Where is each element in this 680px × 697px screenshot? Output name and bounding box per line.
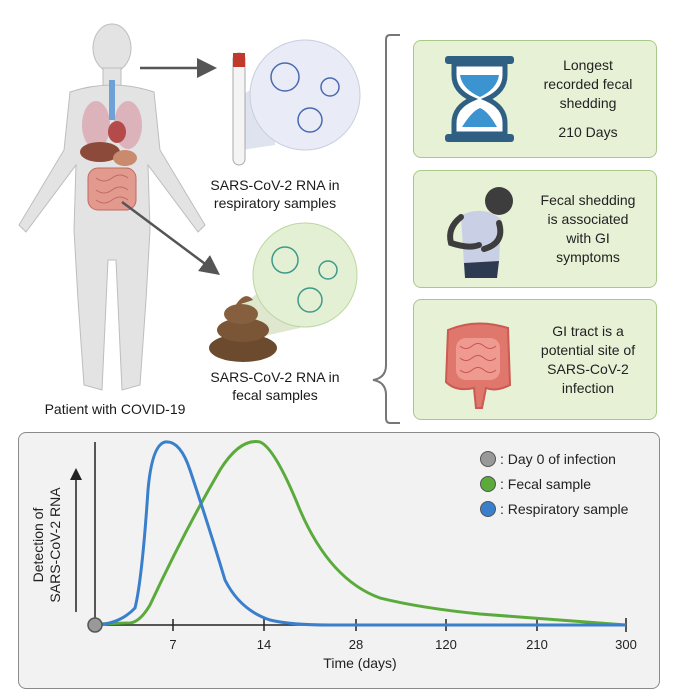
legend-item-day0: : Day 0 of infection [480,451,616,467]
card-text-line: potential site of [540,341,636,358]
person-stomach-pain-icon [447,187,513,278]
stool-icon [209,296,277,362]
day-zero-marker [87,617,103,633]
card-text-line: Longest [563,57,613,73]
respiratory-caption-line1: SARS-CoV-2 RNA in [210,177,340,193]
card-text-line: recorded fecal [543,76,633,92]
liver-icon [80,142,120,162]
respiratory-caption: SARS-CoV-2 RNA in respiratory samples [195,176,355,212]
human-body-illustration [18,23,206,391]
x-tick-label: 210 [526,637,548,652]
fecal-curve [94,440,627,627]
card-text-line: shedding [559,95,617,111]
card-text-line: Fecal shedding [540,192,636,208]
fecal-caption-line1: SARS-CoV-2 RNA in [210,369,340,385]
card-longest-shedding: Longest recorded fecal shedding 210 Days [413,40,657,158]
card-text-line: symptoms [556,249,620,265]
shedding-days-value: 210 Days [558,124,618,140]
arrows [121,58,221,275]
intestine-icon [444,322,512,409]
x-tick-label: 14 [256,637,272,652]
card-text-line: GI tract is a [552,322,624,339]
legend-label: : Respiratory sample [500,501,629,517]
arrow-to-fecal [121,200,221,275]
legend-item-respiratory: : Respiratory sample [480,501,628,517]
patient-label: Patient with COVID-19 [44,401,186,417]
hourglass-icon [445,56,514,142]
x-tick-label: 300 [615,637,637,652]
intestines-icon [87,167,137,211]
virus-icon [270,62,340,133]
fecal-sample-illustration [209,222,358,362]
fecal-caption-line2: fecal samples [232,387,318,403]
card-text-line: infection [561,379,615,396]
x-tick-label: 28 [348,637,364,652]
test-tube-icon [232,52,246,166]
green-circle-icon [480,476,496,492]
gray-circle-icon [480,451,496,467]
card-text-line: is associated [547,211,629,227]
respiratory-curve [94,440,626,627]
card-text-line: SARS-CoV-2 [547,360,629,377]
card-gi-symptoms: Fecal shedding is associated with GI sym… [413,170,657,288]
legend-label: : Day 0 of infection [500,451,616,467]
fecal-caption: SARS-CoV-2 RNA in fecal samples [195,368,355,404]
curly-brace [372,34,400,424]
card-gi-tract: GI tract is a potential site of SARS-CoV… [413,299,657,420]
lungs-icon [82,80,142,149]
legend-item-fecal: : Fecal sample [480,476,591,492]
x-tick-label: 120 [435,637,457,652]
x-tick-label: 7 [169,637,177,652]
respiratory-caption-line2: respiratory samples [213,195,337,211]
blue-circle-icon [480,501,496,517]
virus-icon [271,246,338,313]
legend-label: : Fecal sample [500,476,592,492]
respiratory-sample-illustration [232,39,361,166]
detection-timeline-panel [18,432,660,689]
card-text-line: with GI [566,230,610,246]
x-axis-label: Time (days) [323,655,397,671]
detection-curves [70,440,627,633]
